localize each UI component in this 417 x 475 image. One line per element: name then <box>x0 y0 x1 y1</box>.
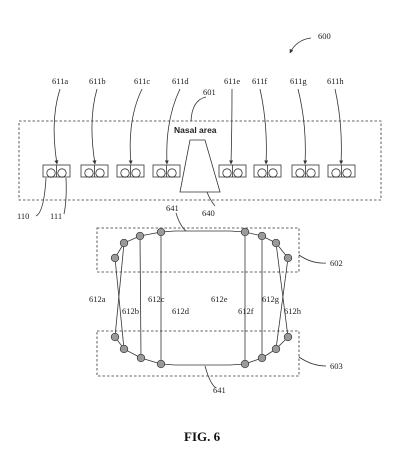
sensor-label-b: 611b <box>89 76 106 86</box>
sensor-unit-a <box>42 164 71 178</box>
sensor-arrow-f <box>259 88 269 165</box>
sensor-unit-d <box>152 164 181 178</box>
sensor-band-label: 601 <box>203 87 216 97</box>
figure-caption: FIG. 6 <box>184 429 221 444</box>
sensor-labels: 611a 611b 611c 611d 611e 611f 611g 611h <box>52 76 344 86</box>
nasal-marker-leader <box>206 191 216 207</box>
sensor-arrow-a <box>53 88 61 165</box>
electrode-label-h: 612h <box>284 306 302 316</box>
upper-region-box <box>96 227 300 273</box>
sensor-unit-h <box>327 164 356 178</box>
electrode-label-d: 612d <box>172 306 190 316</box>
electrode-labels: 612a 612b 612c 612d 612e 612f 612g 612h <box>89 294 302 316</box>
sensor-label-h: 611h <box>327 76 344 86</box>
electrode-label-f: 612f <box>238 306 254 316</box>
sensor-label-d: 611d <box>172 76 189 86</box>
sensor-label-c: 611c <box>134 76 150 86</box>
upper-region-label: 602 <box>330 258 343 268</box>
sensor-unit-c <box>116 164 145 178</box>
upper-region-leader <box>298 254 327 264</box>
sensor-units <box>42 164 356 178</box>
sensor-arrow-g <box>297 88 308 165</box>
sensor-arrow-e <box>229 88 234 165</box>
sensor-arrow-c <box>128 88 143 165</box>
sensor-arrow-b <box>91 88 98 165</box>
lower-region-leader <box>298 356 327 367</box>
electrode-label-a: 612a <box>89 294 106 304</box>
sensor-unit-f <box>253 164 282 178</box>
ref-111-label: 111 <box>50 211 62 221</box>
sensor-unit-e <box>218 164 247 178</box>
nasal-area-label: Nasal area <box>174 125 217 135</box>
figure-ref-label: 600 <box>318 31 331 41</box>
lower-region-box <box>96 330 300 377</box>
sensor-label-a: 611a <box>52 76 68 86</box>
sensor-arrow-h <box>334 88 344 165</box>
electrode-connectors <box>114 232 289 364</box>
electrode-label-g: 612g <box>262 294 280 304</box>
nasal-area-shape <box>179 139 221 193</box>
electrode-label-e: 612e <box>211 294 228 304</box>
electrode-label-c: 612c <box>148 294 165 304</box>
sensor-band-leader <box>190 96 207 122</box>
contour-bottom-leader <box>204 365 217 389</box>
sensor-label-e: 611e <box>224 76 240 86</box>
nasal-marker-label: 640 <box>202 208 215 218</box>
sensor-unit-b <box>80 164 109 178</box>
upper-contour-line <box>114 230 289 259</box>
ref-111-leader <box>63 177 67 215</box>
sensor-label-g: 611g <box>290 76 307 86</box>
lower-region-label: 603 <box>330 361 343 371</box>
sensor-band-box <box>18 120 382 201</box>
ref-110-label: 110 <box>17 211 29 221</box>
sensor-arrow-d <box>164 88 181 165</box>
lower-contour-line <box>114 336 289 366</box>
sensor-unit-g <box>291 164 320 178</box>
contour-top-leader <box>175 212 187 232</box>
lower-electrode-nodes <box>110 332 293 369</box>
figure-ref-arrow <box>289 37 312 54</box>
electrode-label-b: 612b <box>122 306 139 316</box>
upper-electrode-nodes <box>110 227 293 263</box>
ref-110-leader <box>35 177 47 217</box>
contour-top-label: 641 <box>166 203 179 213</box>
sensor-arrows <box>53 88 344 165</box>
contour-bottom-label: 641 <box>213 385 226 395</box>
sensor-label-f: 611f <box>252 76 267 86</box>
